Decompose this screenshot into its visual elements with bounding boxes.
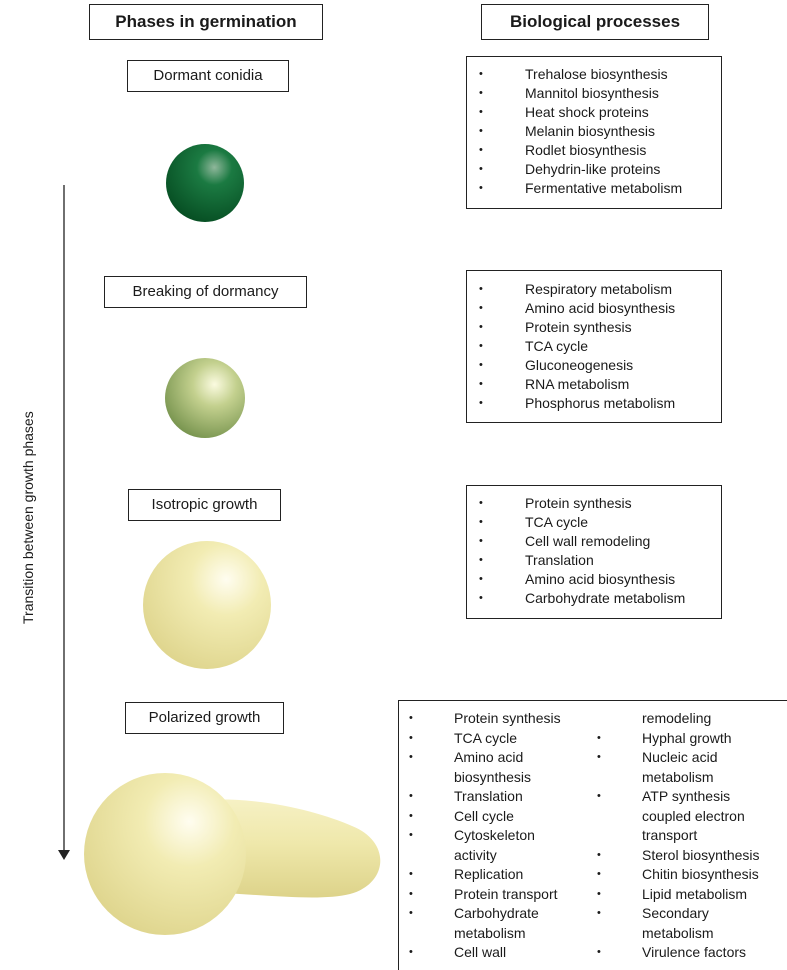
list-item: Replication <box>399 865 561 885</box>
processes-breaking-list: Respiratory metabolism Amino acid biosyn… <box>467 280 675 413</box>
processes-header: Biological processes <box>481 4 709 40</box>
list-item: Protein synthesis <box>399 709 561 729</box>
phase-label-breaking: Breaking of dormancy <box>104 276 307 308</box>
list-item: Cell cycle <box>399 807 561 827</box>
polarized-conidium <box>84 773 246 935</box>
list-item-continued: activity <box>454 846 497 863</box>
list-item-continued: biosynthesis <box>454 768 532 785</box>
list-item: Cytoskeleton <box>399 826 561 846</box>
processes-dormant-list: Trehalose biosynthesis Mannitol biosynth… <box>467 65 682 198</box>
list-item: Virulence factors <box>587 943 760 963</box>
isotropic-conidium <box>143 541 271 669</box>
list-item: Carbohydrate metabolism <box>467 589 685 608</box>
list-item: TCA cycle <box>399 729 561 749</box>
list-item: Secondary <box>587 904 760 924</box>
list-item: Melanin biosynthesis <box>467 122 682 141</box>
list-item-continued: transport <box>642 827 698 843</box>
list-item: ATP synthesis <box>587 787 760 807</box>
list-item-continued: remodeling <box>642 710 712 726</box>
list-item: Translation <box>467 551 685 570</box>
phase-label-dormant: Dormant conidia <box>127 60 289 92</box>
list-item: Lipid metabolism <box>587 885 760 905</box>
list-item: Amino acid biosynthesis <box>467 570 685 589</box>
processes-dormant-box: Trehalose biosynthesis Mannitol biosynth… <box>466 56 722 209</box>
processes-polarized-col2: remodeling Hyphal growth Nucleic acid me… <box>587 709 760 963</box>
dormant-conidium <box>166 144 244 222</box>
processes-isotropic-box: Protein synthesis TCA cycle Cell wall re… <box>466 485 722 619</box>
list-item: Nucleic acid <box>587 748 760 768</box>
list-item: Cell wall remodeling <box>467 532 685 551</box>
transition-arrow-head <box>58 850 70 860</box>
list-item: RNA metabolism <box>467 375 675 394</box>
breaking-conidium <box>165 358 245 438</box>
list-item-continued: metabolism <box>642 768 714 785</box>
list-item: Dehydrin-like proteins <box>467 160 682 179</box>
processes-breaking-box: Respiratory metabolism Amino acid biosyn… <box>466 270 722 423</box>
list-item: Hyphal growth <box>587 729 760 749</box>
processes-isotropic-list: Protein synthesis TCA cycle Cell wall re… <box>467 494 685 608</box>
phases-header: Phases in germination <box>89 4 323 40</box>
list-item: Mannitol biosynthesis <box>467 84 682 103</box>
germ-tube <box>200 799 381 898</box>
list-item: Fermentative metabolism <box>467 179 682 198</box>
list-item: TCA cycle <box>467 337 675 356</box>
list-item: Cell wall <box>399 943 561 963</box>
list-item: Sterol biosynthesis <box>587 846 760 866</box>
list-item: Amino acid biosynthesis <box>467 299 675 318</box>
list-item-continued: metabolism <box>642 924 714 941</box>
list-item: Trehalose biosynthesis <box>467 65 682 84</box>
list-item: Heat shock proteins <box>467 103 682 122</box>
list-item: TCA cycle <box>467 513 685 532</box>
phase-label-polarized: Polarized growth <box>125 702 284 734</box>
list-item: Rodlet biosynthesis <box>467 141 682 160</box>
list-item: Gluconeogenesis <box>467 356 675 375</box>
list-item: Chitin biosynthesis <box>587 865 760 885</box>
transition-axis-label: Transition between growth phases <box>20 411 36 624</box>
list-item: Protein synthesis <box>467 318 675 337</box>
list-item-continued: metabolism <box>454 924 526 941</box>
list-item: Protein transport <box>399 885 561 905</box>
processes-polarized-col1: Protein synthesis TCA cycle Amino acid b… <box>399 709 561 963</box>
list-item: Protein synthesis <box>467 494 685 513</box>
list-item: Phosphorus metabolism <box>467 394 675 413</box>
list-item-continued: coupled electron <box>642 807 745 824</box>
list-item: Translation <box>399 787 561 807</box>
processes-polarized-box: Protein synthesis TCA cycle Amino acid b… <box>398 700 787 970</box>
list-item: Respiratory metabolism <box>467 280 675 299</box>
list-item: Amino acid <box>399 748 561 768</box>
phase-label-isotropic: Isotropic growth <box>128 489 281 521</box>
list-item: Carbohydrate <box>399 904 561 924</box>
